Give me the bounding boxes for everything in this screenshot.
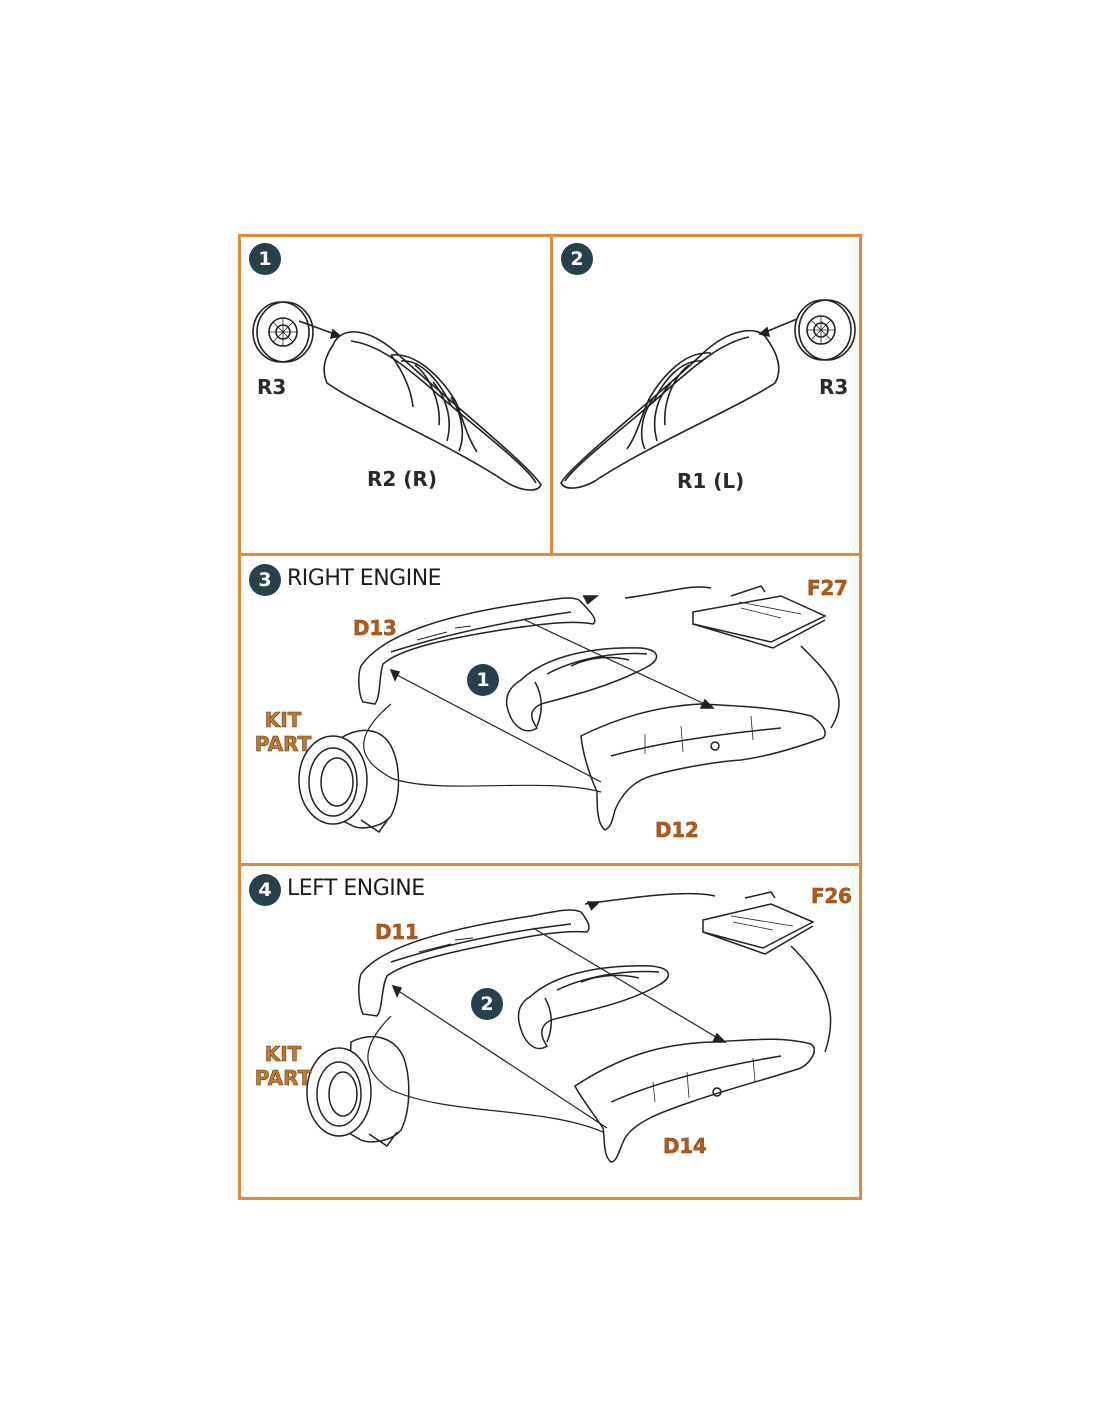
divider-row1 (241, 553, 859, 556)
intake-duct-icon (323, 331, 542, 491)
part-label-d14: D14 (663, 1134, 707, 1158)
step-1-badge: 1 (249, 243, 281, 275)
part-label-f26: F26 (811, 884, 852, 908)
step-4-drawing (306, 891, 832, 1163)
engine-nacelle-icon (306, 1035, 410, 1148)
intake-duct-icon (560, 329, 780, 489)
divider-row2 (241, 863, 859, 866)
engine-nacelle-icon (298, 729, 400, 834)
step-4-title: LEFT ENGINE (287, 876, 425, 901)
step-3-panel: 3 RIGHT ENGINE (241, 556, 859, 863)
sub-step-badge: 2 (471, 988, 503, 1020)
step-4-badge: 4 (249, 874, 281, 906)
sub-step-badge: 1 (467, 664, 499, 696)
wheel-hub-icon (794, 299, 856, 361)
intake-duct-icon (505, 647, 658, 732)
step-3-title: RIGHT ENGINE (287, 566, 442, 591)
part-label-d13: D13 (353, 616, 397, 640)
part-label-r3: R3 (257, 375, 287, 399)
part-label-f27: F27 (807, 576, 848, 600)
wheel-hub-icon (252, 301, 314, 363)
step-2-badge: 2 (561, 243, 593, 275)
step-1-drawing (252, 301, 542, 491)
part-label-r3: R3 (819, 375, 849, 399)
part-label-d11: D11 (375, 920, 419, 944)
part-label-d12: D12 (655, 818, 699, 842)
step-1-panel: 1 (241, 237, 550, 553)
step-2-panel: 2 (553, 237, 859, 553)
instruction-sheet: 1 (238, 234, 862, 1200)
step-3-badge: 3 (249, 564, 281, 596)
part-label-r2: R2 (R) (367, 467, 437, 491)
divider-vertical (550, 237, 553, 555)
step-3-drawing (298, 585, 840, 834)
step-2-drawing (560, 299, 856, 489)
intake-duct-icon (517, 965, 669, 1050)
part-label-r1: R1 (L) (677, 469, 745, 493)
step-4-panel: 4 LEFT ENGINE (241, 866, 859, 1197)
